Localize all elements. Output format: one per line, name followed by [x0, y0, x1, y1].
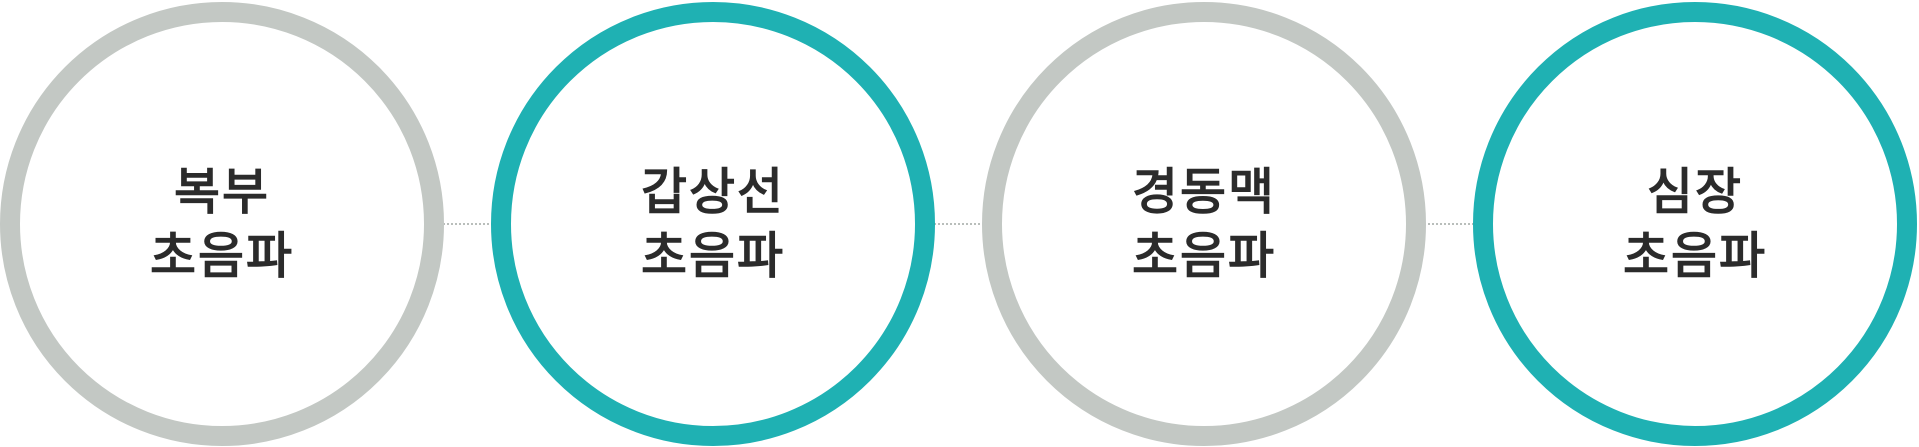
step-label-line1: 경동맥 [1132, 163, 1276, 221]
step-label-line1: 심장 [1647, 163, 1743, 221]
step-label-line1: 갑상선 [641, 163, 785, 221]
connector-2 [930, 223, 1000, 225]
step-circle-abdomen: 복부 초음파 [0, 2, 444, 446]
step-label-line2: 초음파 [150, 227, 294, 285]
step-label: 심장 초음파 [1623, 160, 1767, 288]
connector-3 [1420, 223, 1490, 225]
step-label-line2: 초음파 [641, 227, 785, 285]
step-label: 복부 초음파 [150, 160, 294, 288]
step-circle-carotid: 경동맥 초음파 [982, 2, 1426, 446]
step-circle-heart: 심장 초음파 [1473, 2, 1917, 446]
step-label-line1: 복부 [174, 163, 270, 221]
step-label: 경동맥 초음파 [1132, 160, 1276, 288]
step-label-line2: 초음파 [1623, 227, 1767, 285]
step-label: 갑상선 초음파 [641, 160, 785, 288]
step-label-line2: 초음파 [1132, 227, 1276, 285]
step-circle-thyroid: 갑상선 초음파 [491, 2, 935, 446]
connector-1 [440, 223, 500, 225]
